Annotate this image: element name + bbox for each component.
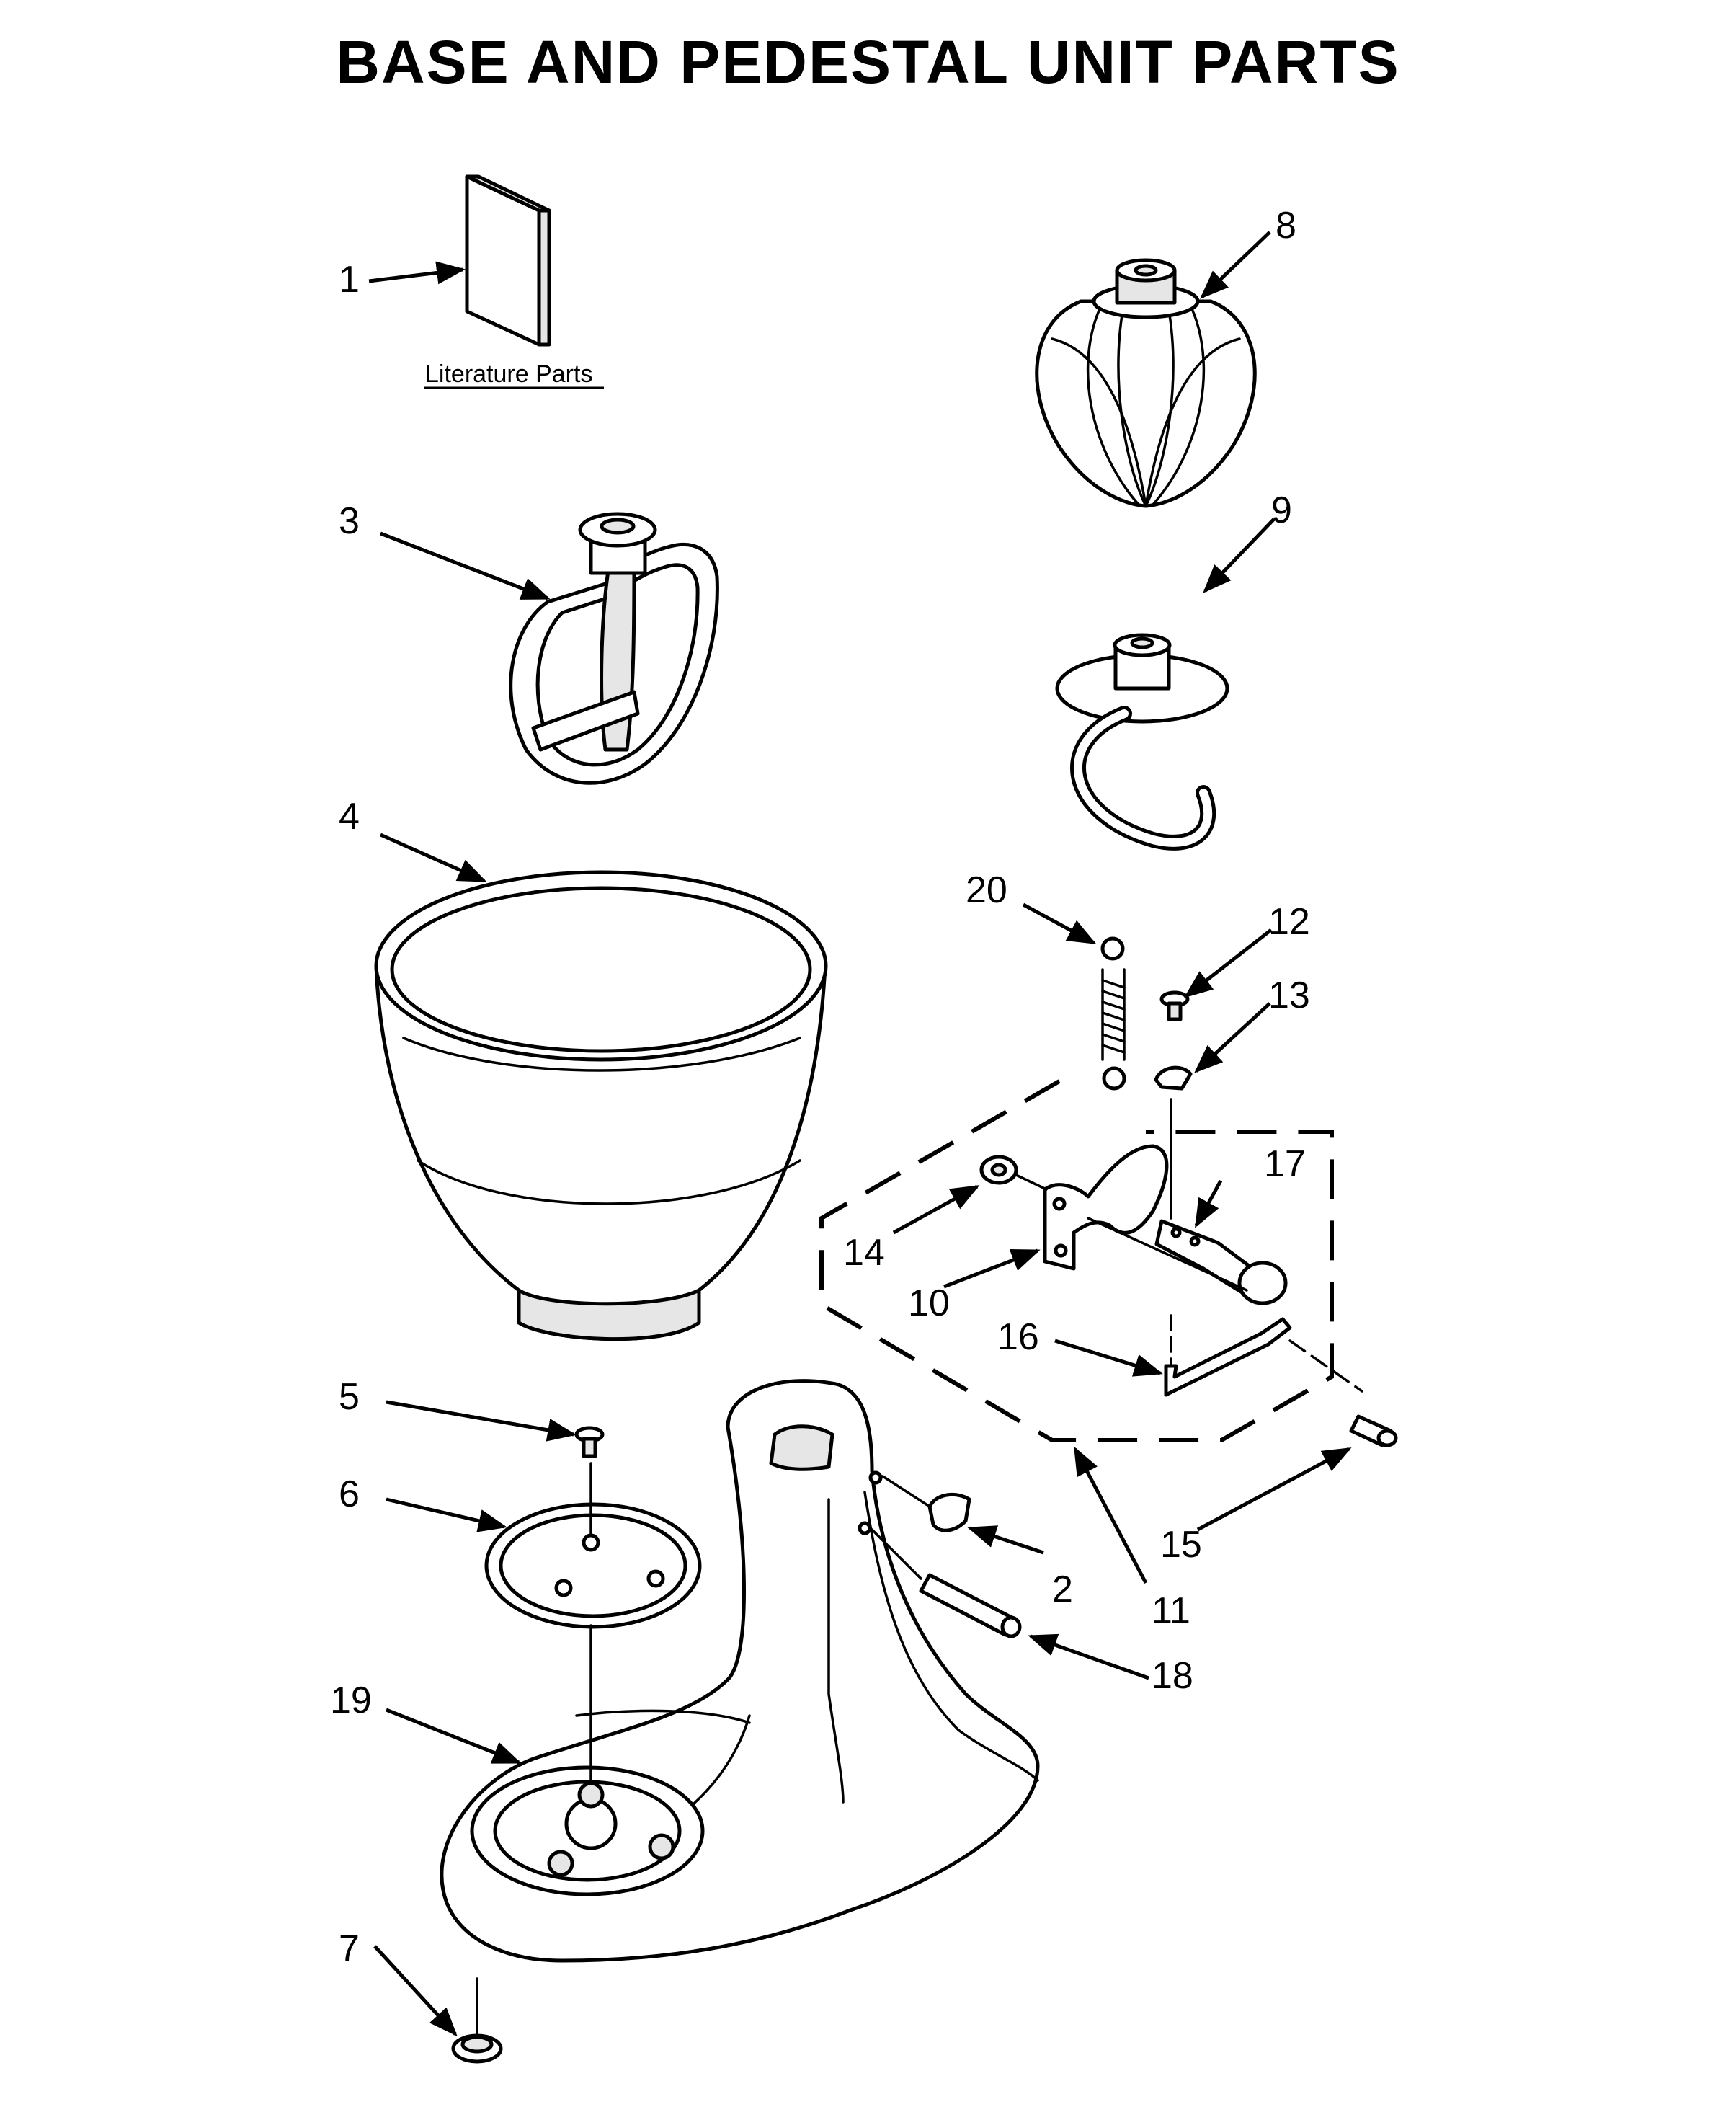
- callout-11: 11: [1152, 1590, 1190, 1632]
- callout-2: 2: [1052, 1569, 1073, 1610]
- part-5-screw[interactable]: 5: [339, 1376, 605, 1458]
- callout-8: 8: [1276, 205, 1296, 247]
- callout-5: 5: [339, 1376, 360, 1418]
- part-7-foot[interactable]: 7: [339, 1927, 503, 2064]
- callout-7: 7: [339, 1927, 360, 1969]
- callout-18: 18: [1152, 1655, 1193, 1697]
- callout-19: 19: [330, 1680, 372, 1721]
- part-9-dough-hook[interactable]: 9: [1055, 489, 1292, 851]
- part-4-bowl[interactable]: 4: [339, 796, 828, 1341]
- part-13-washer[interactable]: 13: [1154, 975, 1310, 1091]
- callout-9: 9: [1271, 489, 1292, 531]
- part-8-wire-whip[interactable]: 8: [1035, 205, 1296, 508]
- callout-13: 13: [1268, 975, 1310, 1016]
- part-12-screw[interactable]: 12: [1159, 901, 1310, 1021]
- literature-parts-label: Literature Parts: [425, 360, 592, 388]
- part-10-bracket[interactable]: [1043, 1144, 1169, 1271]
- part-20-spring[interactable]: 20: [966, 869, 1126, 1091]
- part-3-flat-beater[interactable]: 3: [339, 500, 719, 785]
- callout-3: 3: [339, 500, 360, 542]
- part-6-clamp-plate[interactable]: 6: [339, 1462, 702, 1629]
- callout-20: 20: [966, 869, 1007, 911]
- part-17-lever[interactable]: [1154, 1219, 1288, 1305]
- callout-1: 1: [339, 259, 360, 301]
- callout-17: 17: [1264, 1143, 1306, 1185]
- callout-12: 12: [1268, 901, 1310, 943]
- callout-6: 6: [339, 1473, 360, 1515]
- part-2-clip[interactable]: 2: [927, 1492, 1073, 1610]
- callout-15: 15: [1160, 1524, 1202, 1566]
- part-19-pedestal-base[interactable]: 19: [330, 1379, 1040, 1963]
- part-18-hinge-pin[interactable]: 18: [919, 1573, 1193, 1697]
- part-11-bowl-lift-assembly[interactable]: 11 14 10 17 16: [819, 1079, 1363, 1632]
- callout-4: 4: [339, 796, 360, 838]
- part-1-literature[interactable]: 1 Literature Parts: [339, 174, 604, 389]
- callout-10: 10: [908, 1282, 950, 1324]
- page-title: BASE AND PEDESTAL UNIT PARTS: [336, 28, 1400, 96]
- part-15-pin[interactable]: 15: [1160, 1414, 1398, 1566]
- callout-16: 16: [997, 1316, 1039, 1358]
- part-16-rod[interactable]: [1164, 1317, 1292, 1397]
- callout-14: 14: [843, 1232, 885, 1274]
